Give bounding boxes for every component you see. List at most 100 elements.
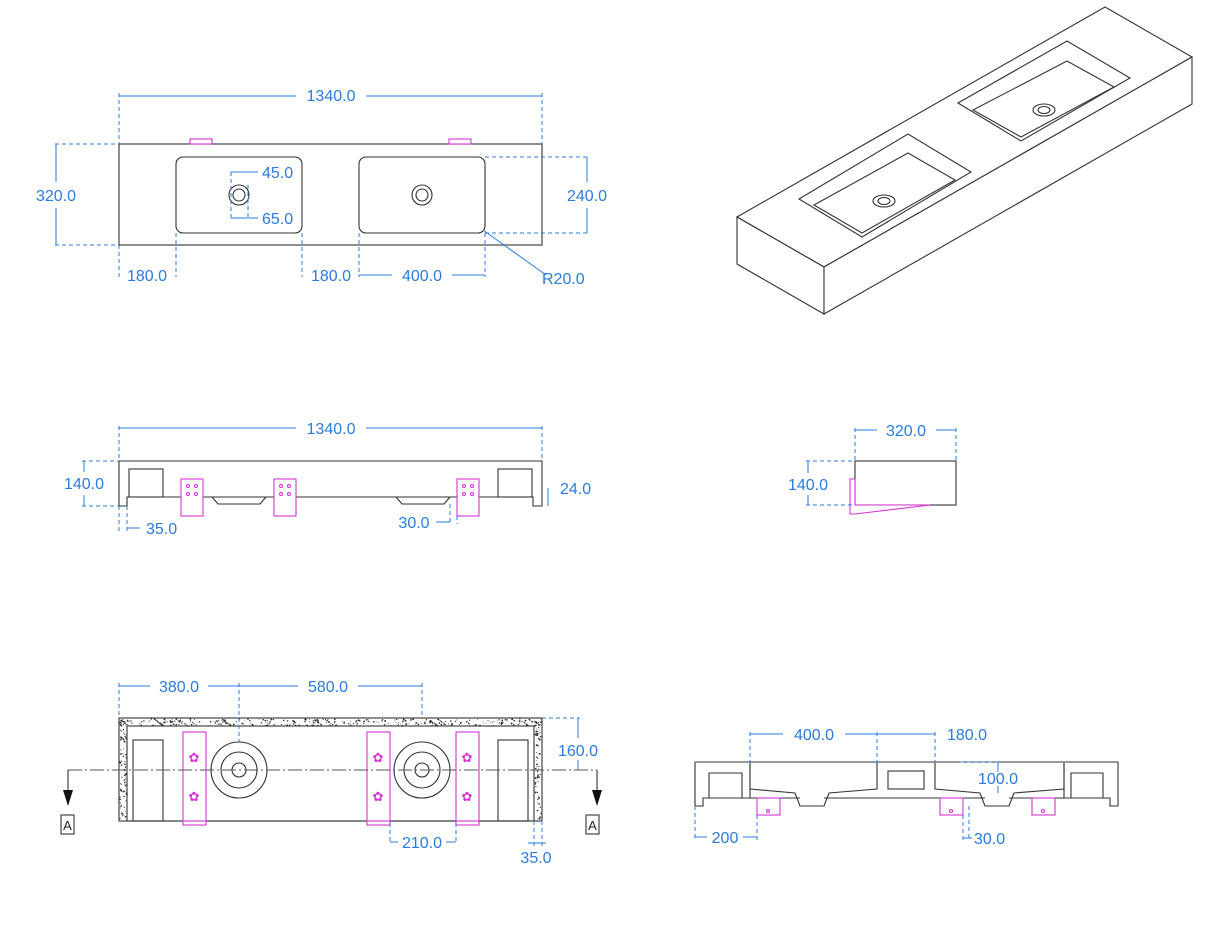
speckle-dot xyxy=(536,766,538,768)
speckle-dot xyxy=(465,720,468,723)
dim-hole-offset-y: 45.0 xyxy=(262,165,293,182)
speckle-dot xyxy=(283,719,285,722)
speckle-dot xyxy=(501,719,504,722)
speckle-dot xyxy=(123,779,126,781)
speckle-dot xyxy=(251,723,254,726)
speckle-dot xyxy=(218,723,220,725)
speckle-dot xyxy=(538,765,540,768)
speckle-dot xyxy=(429,721,431,724)
top-bracket-right xyxy=(448,138,472,145)
speckle-dot xyxy=(130,719,132,722)
speckle-dot xyxy=(367,718,369,721)
isometric-view xyxy=(735,6,1194,315)
speckle-dot xyxy=(182,720,184,723)
section-outline-left xyxy=(694,762,751,807)
speckle-dot xyxy=(171,719,173,721)
speckle-dot xyxy=(141,720,143,723)
speckle-dot xyxy=(367,720,370,723)
speckle-dot xyxy=(512,724,515,726)
speckle-dot xyxy=(539,723,541,726)
section-bracket-3 xyxy=(1031,797,1056,816)
basin-right xyxy=(358,156,486,234)
speckle-dot xyxy=(186,724,188,727)
section-arrow-left-icon xyxy=(63,790,73,806)
basin-left xyxy=(175,156,303,234)
speckle-dot xyxy=(270,718,273,721)
speckle-dot xyxy=(440,723,443,726)
speckle-dot xyxy=(537,737,540,740)
speckle-dot xyxy=(339,725,341,727)
front-view: 1340.0 140.0 24.0 35.0 30.0 xyxy=(64,421,591,538)
front-view-outline xyxy=(118,460,543,507)
speckle-dot xyxy=(405,723,408,726)
speckle-dot xyxy=(129,720,131,722)
speckle-dot xyxy=(159,723,161,725)
speckle-dot xyxy=(218,720,220,722)
speckle-dot xyxy=(454,720,457,723)
speckle-dot xyxy=(304,718,307,721)
speckle-dot xyxy=(534,724,537,727)
speckle-dot xyxy=(355,720,358,722)
speckle-dot xyxy=(119,802,121,804)
speckle-dot xyxy=(143,720,145,722)
speckle-dot xyxy=(387,723,389,725)
speckle-dot xyxy=(538,768,540,770)
speckle-dot xyxy=(414,723,416,725)
speckle-dot xyxy=(537,757,539,759)
speckle-dot xyxy=(119,738,122,741)
speckle-dot xyxy=(334,718,336,720)
section-dim-inner-depth: 100.0 xyxy=(978,771,1018,788)
speckle-dot xyxy=(120,783,122,786)
dim-edge-offset-left: 180.0 xyxy=(127,268,167,285)
speckle-dot xyxy=(536,728,537,730)
speckle-dot xyxy=(421,722,423,725)
speckle-dot xyxy=(528,718,531,721)
speckle-dot xyxy=(504,718,507,721)
speckle-dot xyxy=(437,719,439,721)
front-dim-height: 140.0 xyxy=(64,476,104,493)
iso-drain-left-inner xyxy=(877,196,891,206)
drain-hole-left-inner xyxy=(232,188,246,202)
speckle-dot xyxy=(537,780,539,782)
speckle-dot xyxy=(189,720,192,722)
speckle-dot xyxy=(537,745,539,747)
speckle-dot xyxy=(341,720,343,722)
drain-hole-right-outer xyxy=(411,184,433,206)
speckle-dot xyxy=(383,724,386,726)
speckle-dot xyxy=(280,724,282,726)
speckle-dot xyxy=(451,723,453,725)
speckle-dot xyxy=(350,724,352,726)
iso-drain-right xyxy=(1032,103,1056,117)
speckle-dot xyxy=(335,724,338,727)
speckle-dot xyxy=(122,728,125,731)
speckle-dot xyxy=(124,790,126,792)
speckle-dot xyxy=(402,720,404,723)
speckle-dot xyxy=(268,722,271,725)
speckle-dot xyxy=(483,721,485,723)
speckle-dot xyxy=(498,719,500,721)
speckle-dot xyxy=(120,737,123,739)
speckle-dot xyxy=(355,721,357,723)
speckle-dot xyxy=(439,719,441,722)
speckle-dot xyxy=(169,724,172,727)
top-bracket-left xyxy=(189,138,213,145)
front-dim-lip: 24.0 xyxy=(560,481,591,498)
speckle-dot xyxy=(489,721,491,723)
speckle-dot xyxy=(538,729,540,731)
speckle-dot xyxy=(513,719,516,722)
speckle-dot xyxy=(194,719,195,720)
speckle-dot xyxy=(131,722,133,724)
speckle-dot xyxy=(120,805,122,808)
front-bracket-2 xyxy=(273,478,297,517)
speckle-dot xyxy=(485,723,487,724)
speckle-dot xyxy=(294,724,297,727)
front-drain-right xyxy=(394,496,452,505)
speckle-dot xyxy=(416,725,418,727)
section-basin-right xyxy=(934,763,1065,807)
speckle-dot xyxy=(450,720,452,722)
speckle-dot xyxy=(119,798,121,801)
speckle-dot xyxy=(534,782,536,784)
speckle-dot xyxy=(124,778,126,780)
speckle-dot xyxy=(214,722,217,724)
